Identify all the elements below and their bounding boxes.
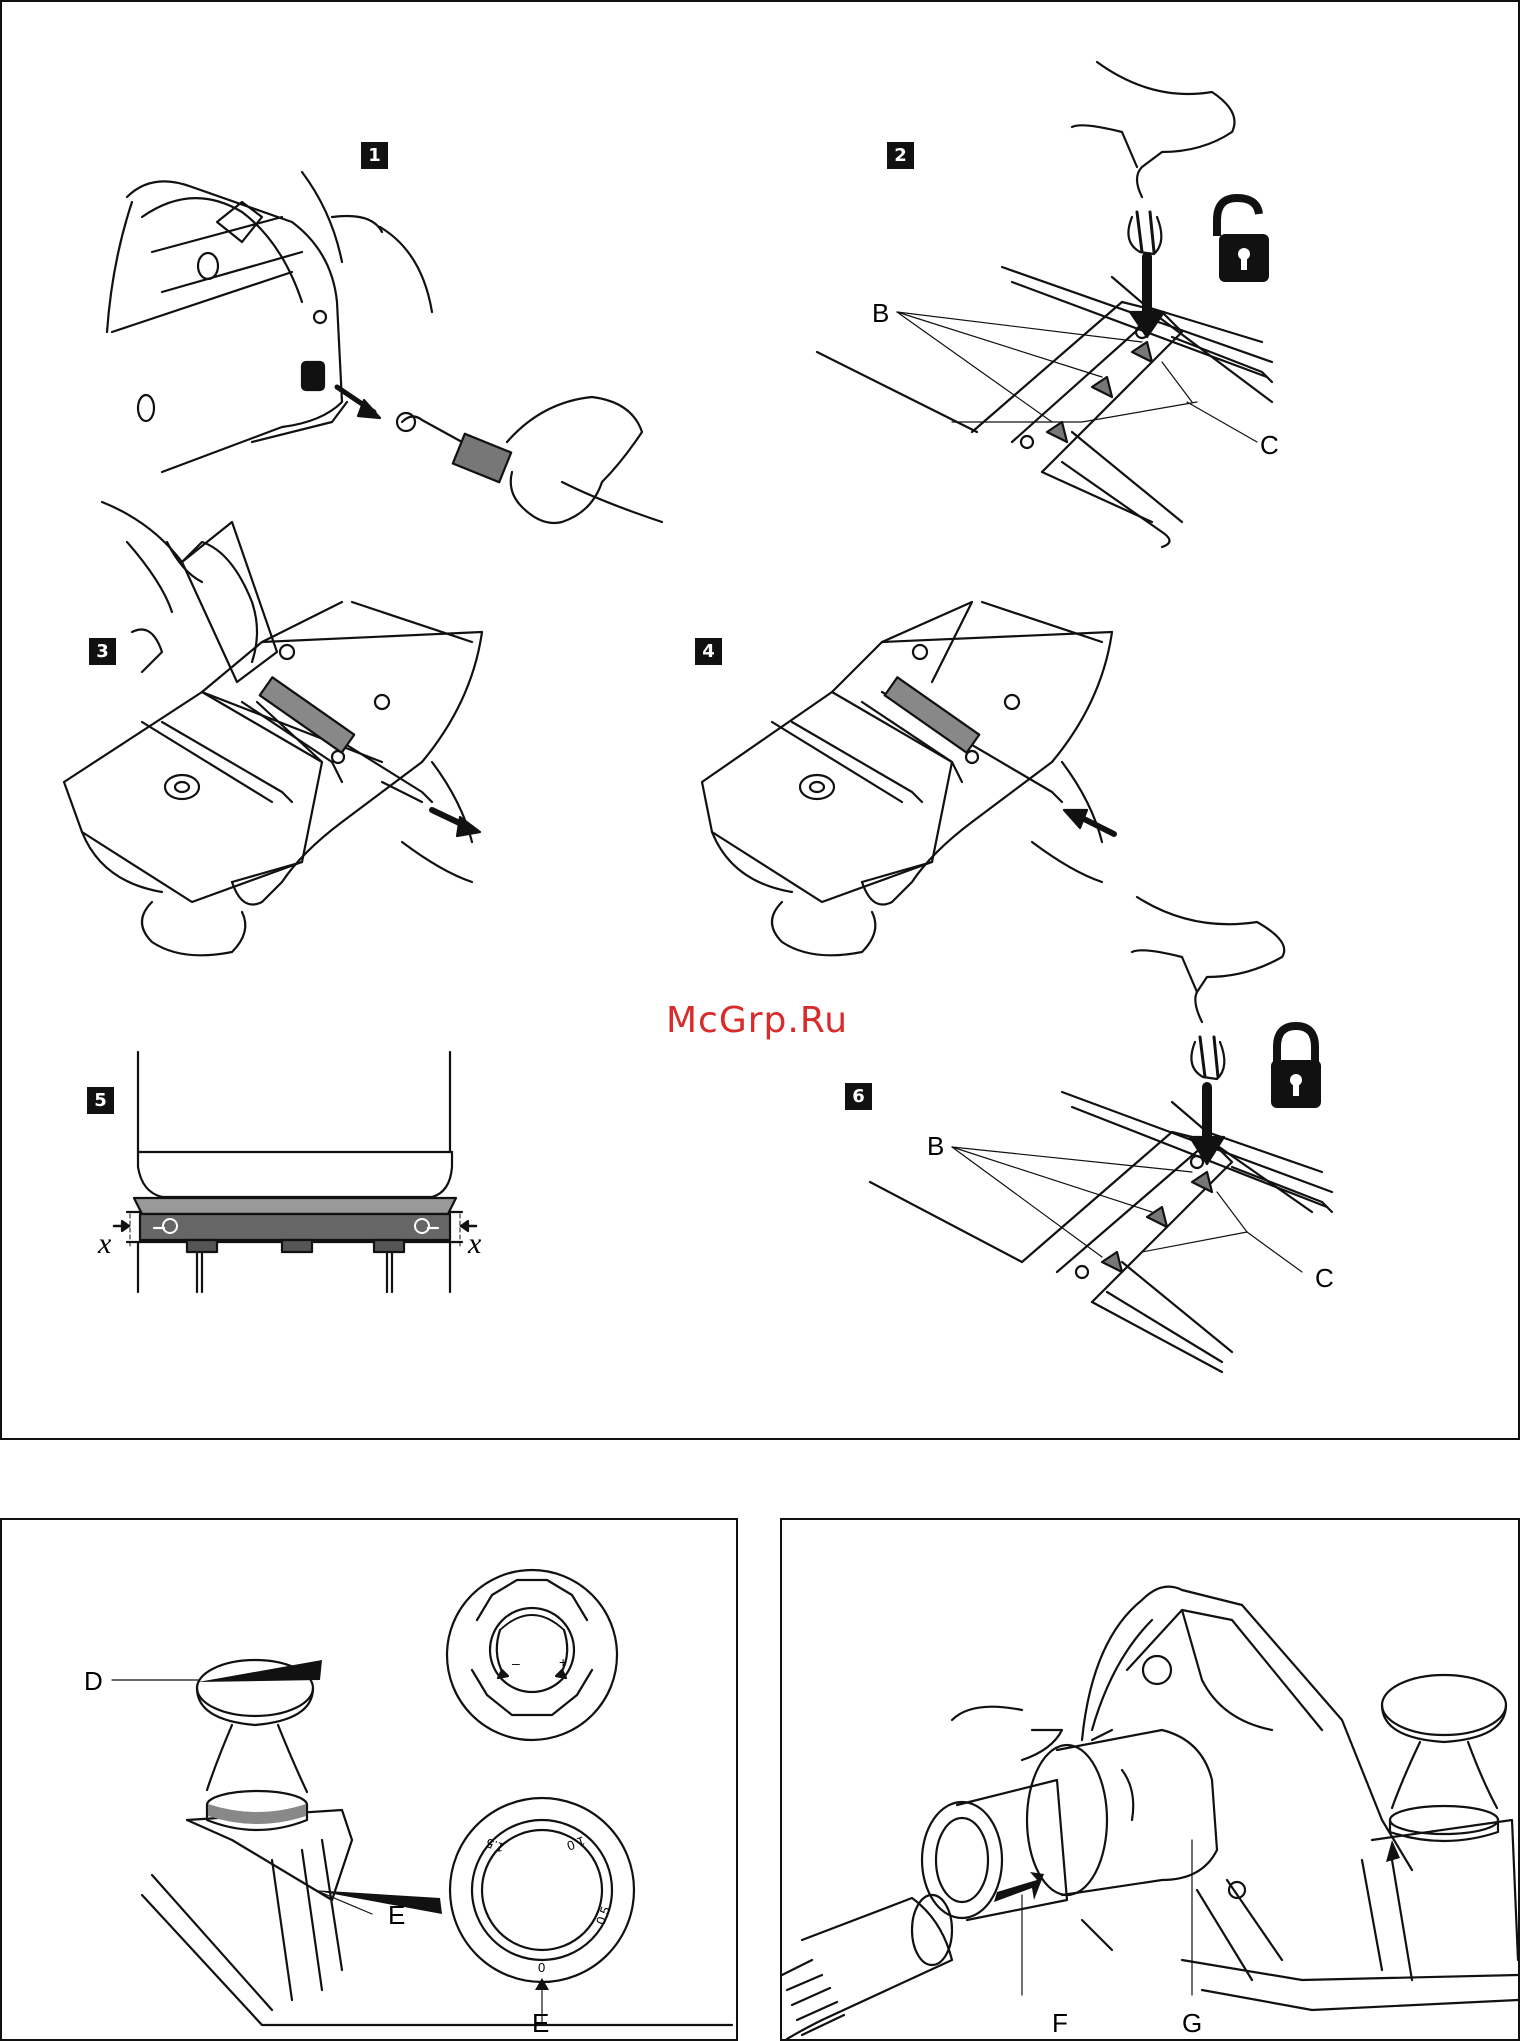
label-c-step6: C: [1315, 1265, 1334, 1291]
step-number-2: 2: [887, 142, 914, 169]
scale-tick-0: 0: [538, 1960, 545, 1975]
label-b-step6: B: [927, 1133, 944, 1159]
label-c-step2: C: [1260, 432, 1279, 458]
label-x-right: x: [468, 1227, 481, 1261]
padlock-closed-icon: [1271, 1026, 1321, 1108]
label-f: F: [1052, 2010, 1068, 2036]
depth-adjust-illustration: [2, 1520, 736, 2039]
scale-pointer-arrow: [535, 1978, 549, 1990]
dust-extraction-illustration: [782, 1520, 1518, 2039]
step4-illustration: [702, 602, 1112, 955]
step1-illustration: [107, 172, 662, 523]
step3-illustration: [64, 502, 482, 955]
depth-ring-band: [208, 1804, 306, 1824]
step-number-3: 3: [89, 638, 116, 665]
step-number-6: 6: [845, 1083, 872, 1110]
pointer-wedge-knob: [198, 1660, 322, 1682]
depth-arrow-small: [1386, 1840, 1400, 1862]
watermark: McGrp.Ru: [666, 1000, 848, 1041]
step-number-4: 4: [695, 638, 722, 665]
steps-panel: 1 2 3 4 5 6 B C B C x x: [0, 0, 1520, 1440]
padlock-open-icon: [1217, 198, 1269, 282]
step5-illustration: [127, 1052, 462, 1292]
label-d: D: [84, 1668, 103, 1694]
label-x-left: x: [98, 1227, 111, 1261]
step-number-5: 5: [87, 1087, 114, 1114]
dust-extraction-panel: F G: [780, 1518, 1520, 2041]
knob-minus-symbol: –: [512, 1655, 520, 1671]
knob-plus-symbol: +: [559, 1654, 567, 1670]
label-b-step2: B: [872, 300, 889, 326]
label-e-scale: E: [532, 2010, 549, 2036]
depth-adjust-panel: D E E – + 1.5 1.0 0.5 0: [0, 1518, 738, 2041]
label-g: G: [1182, 2010, 1202, 2036]
label-e-ring: E: [388, 1902, 405, 1928]
steps-illustration: [2, 2, 1518, 1438]
step-number-1: 1: [361, 142, 388, 169]
